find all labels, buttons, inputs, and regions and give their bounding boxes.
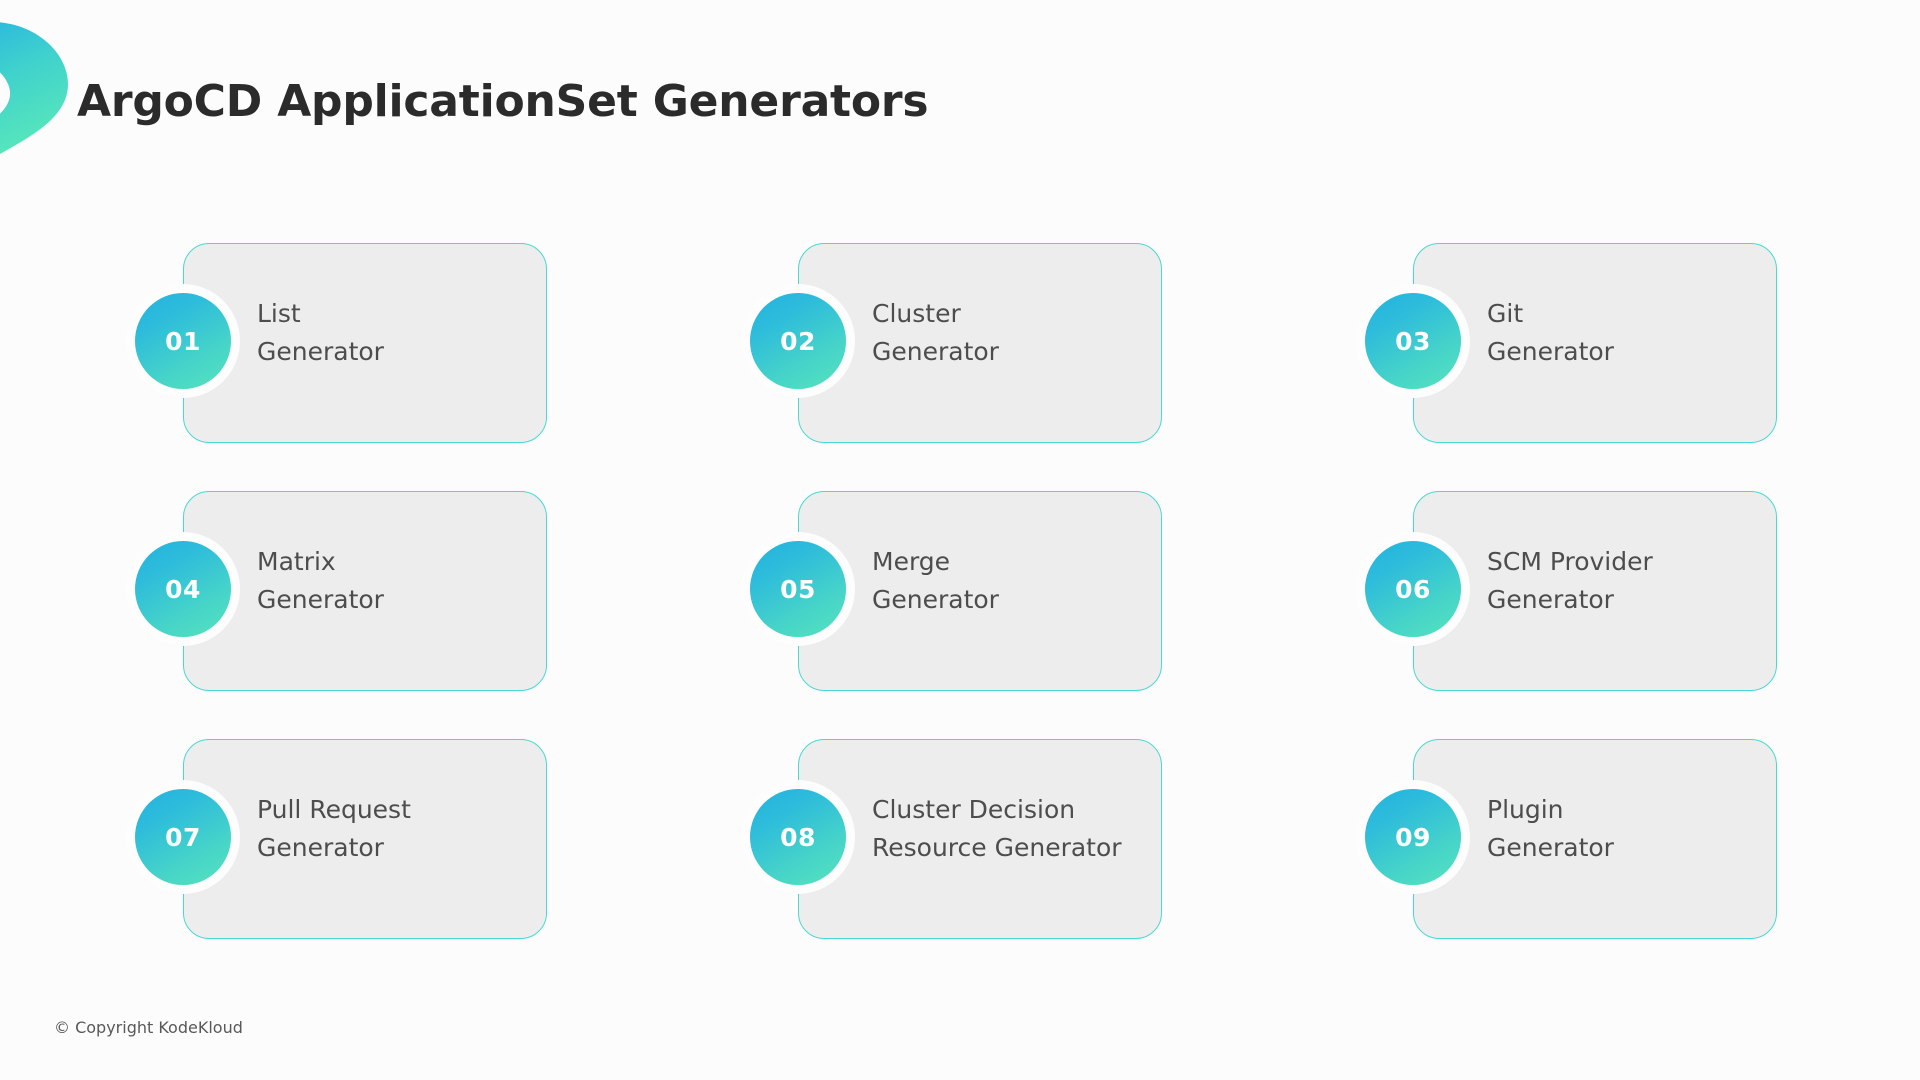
card-label-line1: Cluster Decision xyxy=(872,795,1076,824)
card-label-line2: Generator xyxy=(872,585,999,614)
card-label-line1: Cluster xyxy=(872,299,961,328)
footer-copyright: © Copyright KodeKloud xyxy=(54,1018,243,1037)
card-label-line2: Resource Generator xyxy=(872,833,1122,862)
card-label: Plugin Generator xyxy=(1487,791,1762,867)
generator-card-02[interactable]: 02 Cluster Generator xyxy=(750,243,1162,443)
generator-card-03[interactable]: 03 Git Generator xyxy=(1365,243,1777,443)
card-label-line1: List xyxy=(257,299,301,328)
card-label: SCM Provider Generator xyxy=(1487,543,1762,619)
card-number-badge: 08 xyxy=(750,789,846,885)
card-label-line1: SCM Provider xyxy=(1487,547,1653,576)
card-label: List Generator xyxy=(257,295,532,371)
card-label: Pull Request Generator xyxy=(257,791,532,867)
card-number-badge: 02 xyxy=(750,293,846,389)
generator-card-08[interactable]: 08 Cluster Decision Resource Generator xyxy=(750,739,1162,939)
card-label-line1: Matrix xyxy=(257,547,336,576)
generator-card-01[interactable]: 01 List Generator xyxy=(135,243,547,443)
card-number-badge: 06 xyxy=(1365,541,1461,637)
card-label-line2: Generator xyxy=(257,833,384,862)
generator-card-05[interactable]: 05 Merge Generator xyxy=(750,491,1162,691)
card-number-badge: 04 xyxy=(135,541,231,637)
card-label-line1: Pull Request xyxy=(257,795,411,824)
card-label-line2: Generator xyxy=(1487,337,1614,366)
card-label-line1: Git xyxy=(1487,299,1524,328)
chevron-deco-icon xyxy=(0,22,68,154)
card-label: Merge Generator xyxy=(872,543,1147,619)
card-number-badge: 05 xyxy=(750,541,846,637)
card-number-label: 04 xyxy=(165,574,201,604)
generator-card-06[interactable]: 06 SCM Provider Generator xyxy=(1365,491,1777,691)
card-number-label: 03 xyxy=(1395,326,1431,356)
card-number-label: 06 xyxy=(1395,574,1431,604)
generator-card-04[interactable]: 04 Matrix Generator xyxy=(135,491,547,691)
card-label-line2: Generator xyxy=(872,337,999,366)
generator-card-grid: 01 List Generator 02 Cluster Generator 0… xyxy=(135,243,1835,939)
card-label: Cluster Generator xyxy=(872,295,1147,371)
card-number-label: 07 xyxy=(165,822,201,852)
card-label-line1: Merge xyxy=(872,547,951,576)
card-body xyxy=(183,491,547,691)
card-label: Git Generator xyxy=(1487,295,1762,371)
card-number-label: 08 xyxy=(780,822,816,852)
card-body xyxy=(1413,491,1777,691)
card-number-label: 09 xyxy=(1395,822,1431,852)
card-body xyxy=(183,243,547,443)
card-body xyxy=(798,739,1162,939)
card-body xyxy=(1413,243,1777,443)
card-number-label: 05 xyxy=(780,574,816,604)
card-label-line2: Generator xyxy=(257,337,384,366)
card-number-badge: 09 xyxy=(1365,789,1461,885)
generator-card-07[interactable]: 07 Pull Request Generator xyxy=(135,739,547,939)
card-label-line2: Generator xyxy=(257,585,384,614)
card-label-line1: Plugin xyxy=(1487,795,1564,824)
card-number-badge: 07 xyxy=(135,789,231,885)
card-number-label: 02 xyxy=(780,326,816,356)
card-number-label: 01 xyxy=(165,326,201,356)
card-label-line2: Generator xyxy=(1487,585,1614,614)
card-number-badge: 01 xyxy=(135,293,231,389)
generator-card-09[interactable]: 09 Plugin Generator xyxy=(1365,739,1777,939)
card-body xyxy=(798,243,1162,443)
card-body xyxy=(183,739,547,939)
card-label: Cluster Decision Resource Generator xyxy=(872,791,1147,867)
page-title: ArgoCD ApplicationSet Generators xyxy=(77,76,929,127)
card-number-badge: 03 xyxy=(1365,293,1461,389)
card-label: Matrix Generator xyxy=(257,543,532,619)
card-label-line2: Generator xyxy=(1487,833,1614,862)
card-body xyxy=(798,491,1162,691)
